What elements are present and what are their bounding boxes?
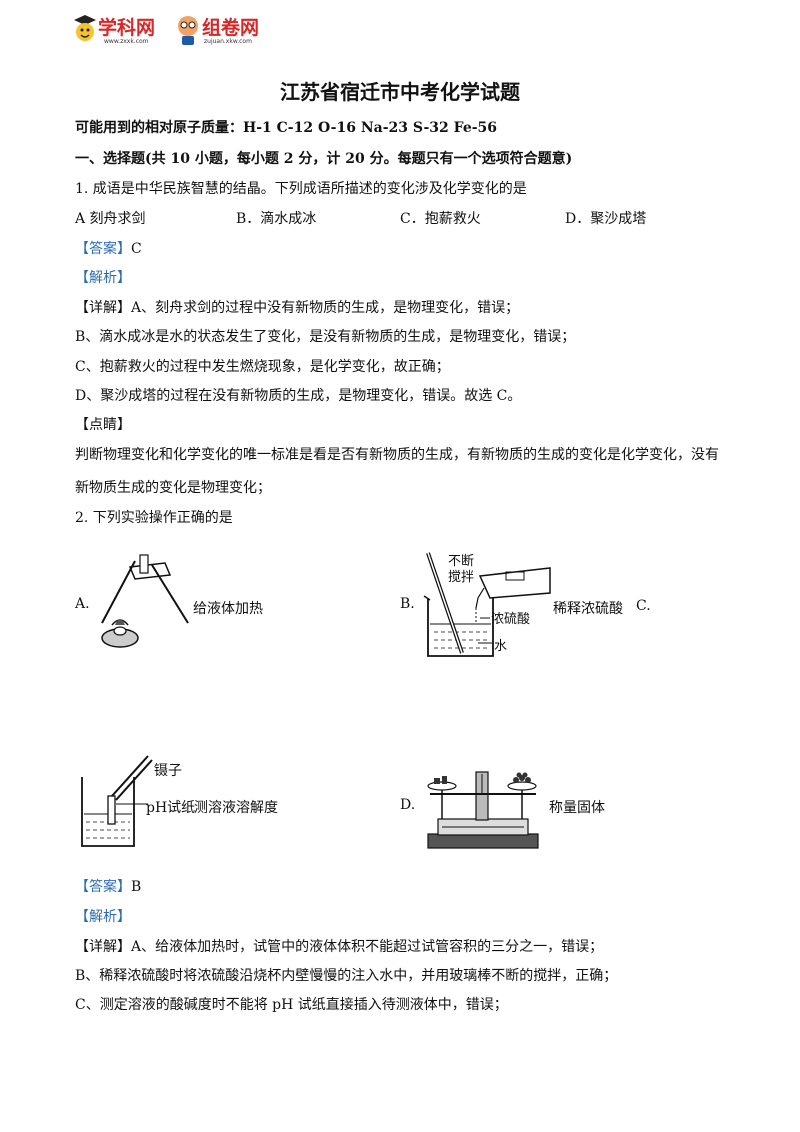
q1-comment-line: 判断物理变化和化学变化的唯一标准是看是否有新物质的生成，有新物质的生成的变化是化… (75, 447, 719, 463)
answer-value: C (131, 241, 142, 257)
fig-b-label-water: 水 (494, 639, 508, 654)
balance-scale-figure (427, 771, 539, 849)
answer-value: B (131, 879, 142, 895)
q1-detail-line: B、滴水成冰是水的状态发生了变化，是没有新物质的生成，是物理变化，错误； (75, 329, 576, 345)
q2-option-c-caption: 测溶液溶解度 (194, 800, 278, 816)
graduation-cap-icon (74, 15, 96, 41)
answer-tag: 【答案】 (75, 241, 131, 257)
q2-answer: 【答案】B (75, 877, 141, 897)
q1-answer: 【答案】C (75, 239, 142, 259)
q2-analysis-tag: 【解析】 (75, 909, 131, 925)
page-title: 江苏省宿迁市中考化学试题 (280, 80, 520, 104)
mascot-icon (178, 16, 198, 45)
q2-stem: 2. 下列实验操作正确的是 (75, 510, 233, 526)
q2-detail-line: B、稀释浓硫酸时将浓硫酸沿烧杯内壁慢慢的注入水中，并用玻璃棒不断的搅拌，正确； (75, 968, 618, 984)
detail-tag: 【详解】 (75, 300, 131, 316)
q2-option-b-caption: 稀释浓硫酸 (553, 601, 623, 617)
q1-comment-line: 新物质生成的变化是物理变化； (75, 480, 271, 496)
q1-option-d: D．聚沙成塔 (565, 211, 647, 227)
q2-option-b-label: B. (400, 596, 415, 612)
dilute-sulfuric-acid-figure (423, 552, 551, 657)
answer-tag: 【答案】 (75, 879, 131, 895)
q2-option-a-label: A. (75, 596, 90, 612)
atomic-masses: 可能用到的相对原子质量：H-1 C-12 O-16 Na-23 S-32 Fe-… (75, 120, 498, 136)
q1-comment-tag: 【点睛】 (75, 417, 131, 433)
q1-option-c: C．抱薪救火 (400, 211, 481, 227)
q2-detail-line: 【详解】A、给液体加热时，试管中的液体体积不能超过试管容积的三分之一，错误； (75, 939, 604, 955)
fig-b-label-stir-2: 搅拌 (448, 570, 475, 585)
q1-stem: 1. 成语是中华民族智慧的结晶。下列成语所描述的变化涉及化学变化的是 (75, 181, 527, 197)
q2-option-a-caption: 给液体加热 (193, 601, 263, 617)
logo-xuekewang: 学科网 (98, 17, 156, 39)
ph-paper-figure (81, 755, 153, 847)
logo-zujuanwang-url: zujuan.xkw.com (204, 38, 252, 45)
q2-option-d-caption: 称量固体 (549, 800, 605, 816)
q1-detail-line: C、抱薪救火的过程中发生燃烧现象，是化学变化，故正确； (75, 359, 450, 375)
q2-option-d-label: D. (400, 797, 416, 813)
fig-c-label-ph-paper: pH试纸 (146, 800, 196, 816)
fig-c-label-tweezers: 镊子 (154, 763, 182, 779)
section-heading: 一、选择题(共 10 小题，每小题 2 分，计 20 分。每题只有一个选项符合题… (75, 151, 573, 167)
detail-tag: 【详解】 (75, 939, 131, 955)
q1-analysis-tag: 【解析】 (75, 270, 131, 286)
header-logos: 学科网 www.zxxk.com 组卷网 zujuan.xkw.com (72, 12, 282, 48)
logo-xuekewang-url: www.zxxk.com (104, 38, 149, 45)
q1-detail-line: 【详解】A、刻舟求剑的过程中没有新物质的生成，是物理变化，错误； (75, 300, 520, 316)
logo-zujuanwang: 组卷网 (202, 17, 260, 39)
fig-b-label-acid: 浓硫酸 (491, 612, 531, 627)
q1-detail-line: D、聚沙成塔的过程在没有新物质的生成，是物理变化，错误。故选 C。 (75, 388, 522, 404)
q2-detail-line: C、测定溶液的酸碱度时不能将 pH 试纸直接插入待测液体中，错误； (75, 997, 508, 1013)
q1-option-b: B．滴水成冰 (236, 211, 317, 227)
test-tube-heating-figure (101, 554, 189, 648)
fig-b-label-stir-1: 不断 (448, 554, 475, 569)
q2-option-c-label: C. (636, 598, 651, 614)
q1-option-a: A 刻舟求剑 (75, 211, 146, 227)
